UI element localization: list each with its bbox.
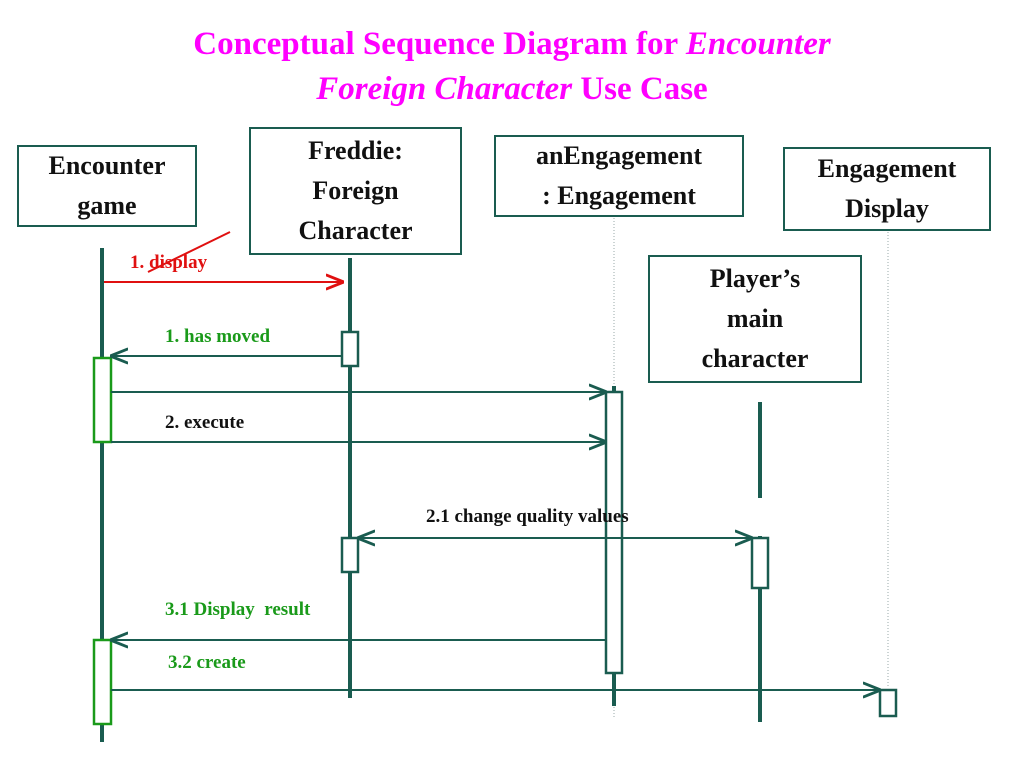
message-label-execute: 2. execute	[165, 412, 245, 433]
activation-encounter-game-1	[92, 356, 113, 444]
title-line-1: Conceptual Sequence Diagram for Encounte…	[193, 26, 831, 62]
object-freddie-foreign-character: Freddie: Foreign Character	[249, 127, 462, 255]
message-label-has-moved: 1. has moved	[165, 326, 271, 347]
message-label-display: 1. display	[130, 252, 208, 273]
activation-engagement	[604, 390, 624, 675]
strike-mark	[147, 231, 231, 273]
object-encounter-game: Encounter game	[17, 145, 197, 227]
message-label-change-quality: 2.1 change quality values	[426, 506, 629, 527]
label-gap-player	[750, 498, 770, 536]
activation-players-main-character	[750, 536, 770, 590]
diagram-title: Conceptual Sequence Diagram for Encounte…	[0, 22, 1024, 112]
title-line-2: Foreign Character Use Case	[316, 71, 708, 107]
activation-freddie-2	[340, 536, 360, 574]
object-an-engagement: anEngagement : Engagement	[494, 135, 744, 217]
message-label-display-result: 3.1 Display result	[165, 599, 311, 620]
activation-engagement-display	[878, 688, 898, 718]
activation-encounter-game-2	[92, 638, 113, 726]
message-label-create: 3.2 create	[168, 652, 246, 673]
object-engagement-display: Engagement Display	[783, 147, 991, 231]
object-players-main-character: Player’s main character	[648, 255, 862, 383]
activation-freddie-1	[340, 330, 360, 368]
